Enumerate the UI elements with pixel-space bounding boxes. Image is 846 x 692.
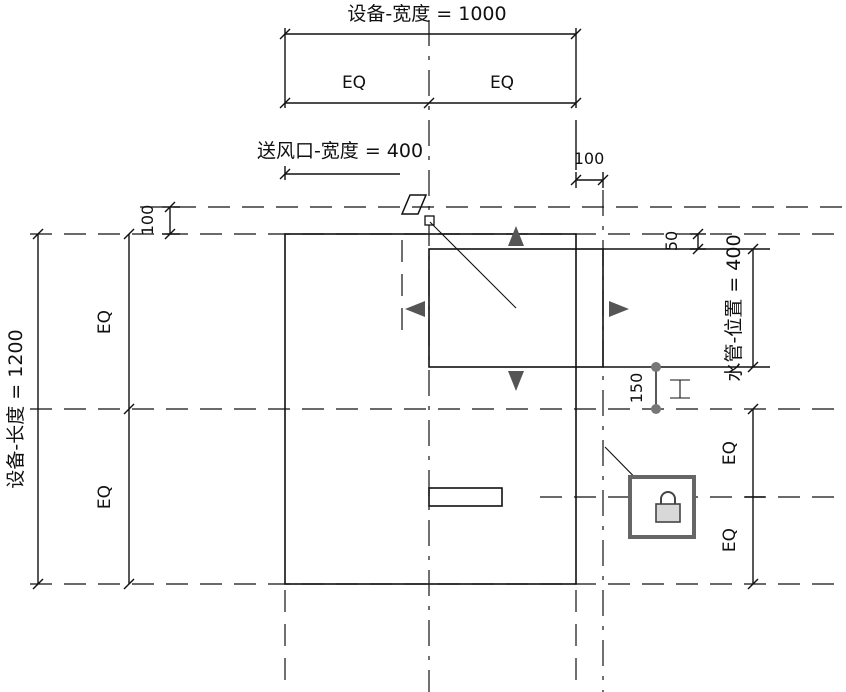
label-offset-150[interactable]: 150 [627, 373, 646, 404]
dimension-eq-left[interactable]: EQ EQ [95, 228, 135, 590]
dimension-eq-right[interactable]: EQ EQ [720, 403, 765, 590]
dimension-air-outlet-width[interactable]: 送风口-宽度 = 400 [257, 140, 423, 180]
dimension-offset-left-top[interactable]: 100 [138, 201, 180, 240]
triangle-right-icon[interactable] [609, 301, 629, 317]
water-pipe-connector[interactable] [428, 487, 503, 507]
lock-icon[interactable] [604, 446, 696, 539]
label-eq-right-upper[interactable]: EQ [720, 441, 740, 465]
label-eq-left-upper[interactable]: EQ [95, 310, 115, 334]
triangle-left-icon[interactable] [405, 301, 425, 317]
dimension-offset-50[interactable]: 50 [662, 228, 706, 255]
dimension-equip-length[interactable]: 设备-长度 = 1200 [5, 228, 44, 590]
label-offset-right-top[interactable]: 100 [574, 149, 605, 168]
label-water-pipe-position[interactable]: 水管-位置 = 400 [723, 234, 745, 381]
dimension-offset-right-top[interactable]: 100 [570, 120, 609, 188]
label-eq-left-lower[interactable]: EQ [95, 485, 115, 509]
grip-150-top[interactable] [651, 362, 661, 372]
label-eq-top-right[interactable]: EQ [490, 73, 514, 93]
label-equip-length[interactable]: 设备-长度 = 1200 [5, 329, 27, 488]
label-air-outlet-width[interactable]: 送风口-宽度 = 400 [257, 140, 423, 162]
dimension-water-pipe-position[interactable]: 水管-位置 = 400 [603, 234, 770, 382]
label-offset-left-top[interactable]: 100 [138, 205, 157, 236]
label-equip-width[interactable]: 设备-宽度 = 1000 [347, 3, 506, 25]
dimension-eq-top[interactable]: EQ EQ [279, 73, 582, 109]
triangle-up-icon[interactable] [508, 226, 524, 246]
dimension-offset-150[interactable]: 150 [627, 362, 690, 414]
label-eq-top-left[interactable]: EQ [342, 73, 366, 93]
triangle-down-icon[interactable] [508, 371, 524, 391]
equipment-body[interactable] [284, 233, 577, 585]
grip-150-bottom[interactable] [651, 404, 661, 414]
pin-icon[interactable] [400, 194, 517, 309]
dimension-equip-width[interactable]: 设备-宽度 = 1000 [279, 3, 582, 108]
label-offset-50[interactable]: 50 [662, 231, 681, 251]
label-eq-right-lower[interactable]: EQ [720, 528, 740, 552]
air-outlet[interactable] [428, 248, 604, 368]
